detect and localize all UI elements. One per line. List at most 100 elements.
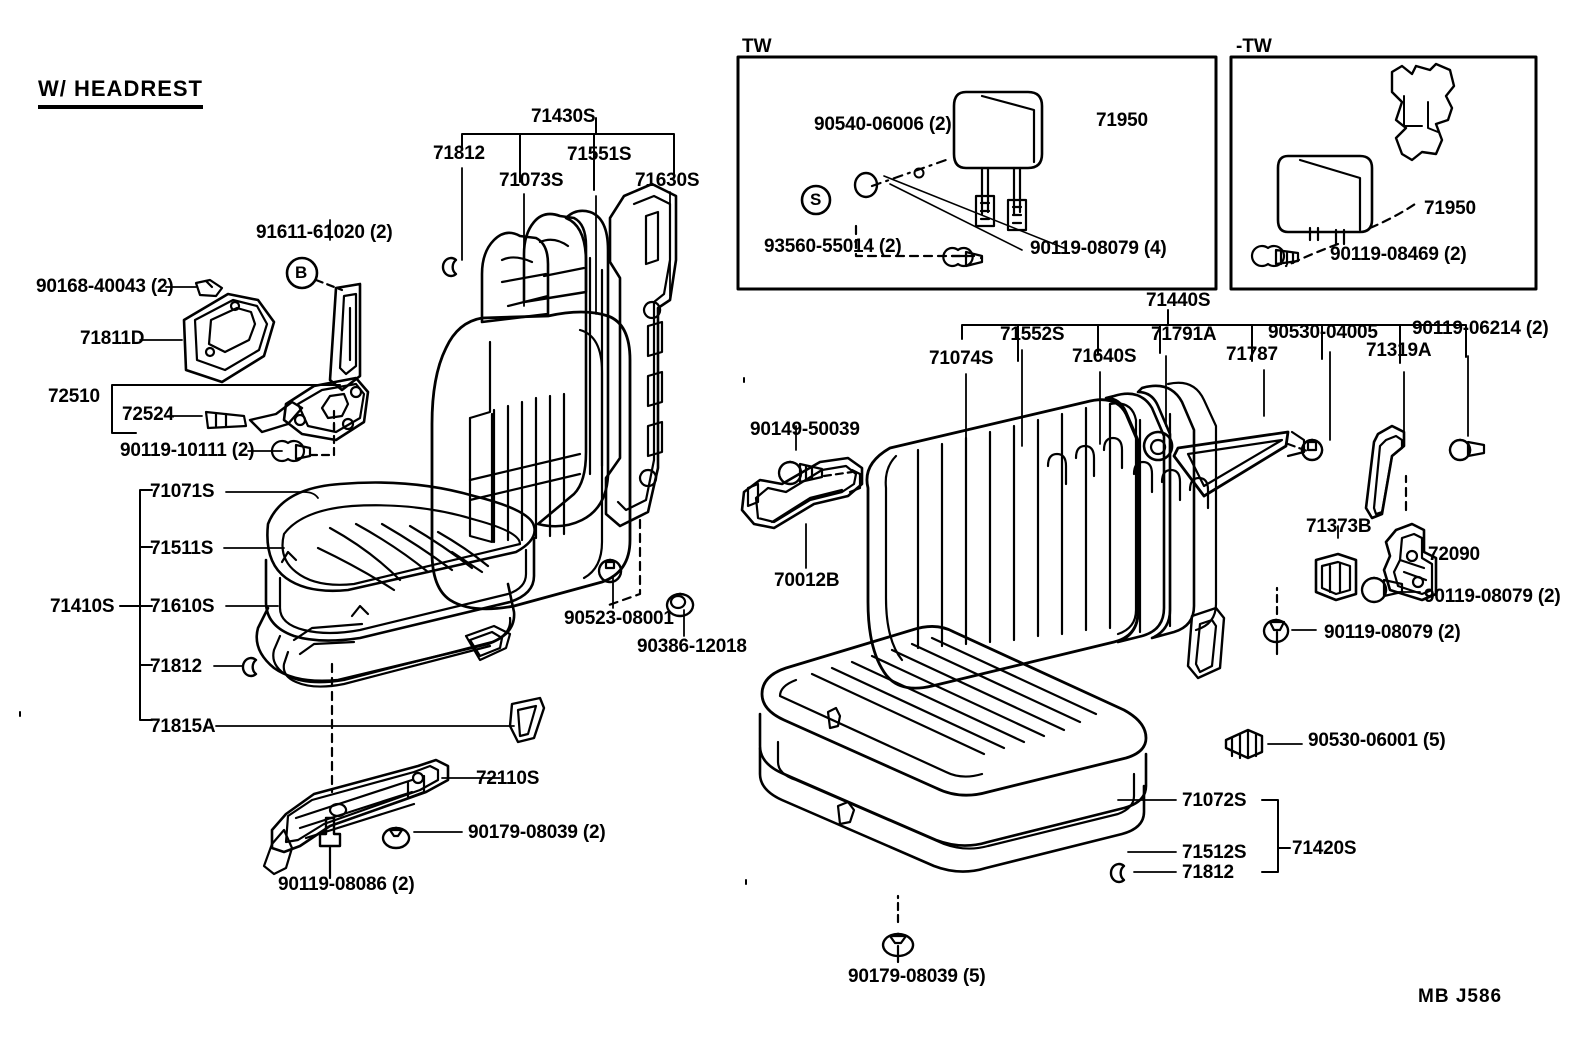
lock-72090: [1382, 522, 1438, 602]
label-71511S: 71511S: [150, 538, 214, 559]
tw-leader-a: [883, 175, 1065, 249]
label-71791A: 71791A: [1151, 324, 1217, 345]
clip-90530-06001: [1224, 728, 1264, 760]
tw-dash-vert: [854, 224, 978, 258]
bolt-90119-06214: [1448, 438, 1486, 462]
grommet-71791A: [1142, 430, 1174, 462]
bracket-71440S: [961, 309, 1467, 364]
recliner-lever-72524: [204, 400, 304, 434]
label-90149-50039: 90149-50039: [750, 419, 860, 440]
tw-dash-1: [870, 158, 948, 188]
front-seatback-headrest: [480, 212, 588, 324]
front-seatback-frame-71630S: [604, 182, 678, 528]
label-71811D: 71811D: [80, 328, 145, 349]
recliner-plate-72510: [282, 376, 370, 442]
front-side-cover-71811D: [182, 292, 276, 384]
label-72110S: 72110S: [476, 768, 540, 789]
label-71787: 71787: [1226, 344, 1278, 365]
hook-71812-back: [441, 256, 458, 278]
label-90119-08079-lock: 90119-08079 (2): [1424, 586, 1561, 607]
rear-back-side-rail: [1186, 606, 1226, 680]
rear-cushion-tab: [836, 800, 856, 826]
bracket-70012B: [740, 456, 864, 530]
minus-tw-dash-2: [1284, 242, 1340, 268]
bolt-90119-08086: [318, 816, 342, 880]
label-71950-tw: 71950: [1096, 110, 1148, 131]
rear-cushion-tab2: [826, 706, 842, 730]
front-cushion-pad-71511S: [264, 536, 536, 642]
front-cushion-71071S: [266, 481, 536, 593]
minus-tw-bracket: [1390, 62, 1456, 162]
washer-90523-08001: [597, 558, 623, 584]
label-71640S: 71640S: [1072, 346, 1137, 367]
front-seatback-pad-71551S: [536, 209, 610, 528]
label-90530-06001: 90530-06001 (5): [1308, 730, 1446, 751]
label-90540-06006: 90540-06006 (2): [814, 114, 952, 135]
label-90119-10111: 90119-10111 (2): [120, 440, 255, 461]
recliner-bracket-upper: [328, 282, 362, 392]
dash-70012B: [822, 470, 854, 478]
dash-recliner: [308, 421, 336, 457]
bolt-lower-90119-08079: [1262, 618, 1290, 656]
label-90523-08001: 90523-08001: [564, 608, 674, 629]
seat-track-72110S: [262, 758, 450, 876]
bracket-71410S: [119, 489, 153, 721]
tw-bush: [853, 171, 879, 199]
label-71815A: 71815A: [150, 716, 216, 737]
label-90119-08079-tw: 90119-08079 (4): [1030, 238, 1167, 259]
label-72510: 72510: [48, 386, 100, 407]
label-71630S: 71630S: [635, 170, 700, 191]
label-71430S: 71430S: [531, 106, 596, 127]
label-90530-04005: 90530-04005: [1268, 322, 1378, 343]
label-70012B: 70012B: [774, 570, 840, 591]
circle-s-text: S: [810, 190, 822, 209]
rear-seatback-pad-71552S: [1104, 392, 1166, 644]
label-90119-08086: 90119-08086 (2): [278, 874, 415, 895]
label-90179-08039-front: 90179-08039 (2): [468, 822, 606, 843]
bolt-90149-50039: [777, 460, 824, 486]
clip-90530-04005: [1300, 438, 1324, 462]
label-71373B: 71373B: [1306, 516, 1372, 537]
label-71072S: 71072S: [1182, 790, 1247, 811]
minus-tw-dash-1: [1368, 200, 1420, 230]
leader-71071S: [225, 491, 319, 499]
label-72090: 72090: [1428, 544, 1480, 565]
dash-71787: [1286, 442, 1312, 454]
label-71950-minus-tw: 71950: [1424, 198, 1476, 219]
nut-90179-08039-front: [381, 826, 411, 850]
rear-seatback-cover-71074S: [865, 398, 1140, 690]
nut-90386-12018: [665, 592, 695, 618]
front-cushion-tab-inner: [516, 704, 538, 738]
label-90119-08079-lower: 90119-08079 (2): [1324, 622, 1461, 643]
label-71551S: 71551S: [567, 144, 632, 165]
label-71073S: 71073S: [499, 170, 564, 191]
label-90119-06214: 90119-06214 (2): [1412, 318, 1549, 339]
bracket-71420S: [1261, 799, 1291, 873]
label-71812-rear: 71812: [1182, 862, 1234, 883]
screw-90168-40043: [194, 278, 224, 298]
label-71610S: 71610S: [150, 596, 215, 617]
minus-tw-inset-frame: [1229, 55, 1538, 291]
label-71812-back: 71812: [433, 143, 485, 164]
tw-bolt-shank: [964, 250, 984, 268]
tw-dash-2: [889, 183, 1023, 251]
hook-71812-front: [241, 656, 258, 678]
label-71071S: 71071S: [150, 481, 215, 502]
sheet-code: MB J586: [1418, 986, 1503, 1007]
rear-cushion-pad-71512S: [758, 712, 1148, 850]
label-71552S: 71552S: [1000, 324, 1065, 345]
nut-90179-08039-rear: [881, 932, 915, 964]
page-title: W/ HEADREST: [38, 76, 203, 109]
bolt-lock-90119-08079: [1360, 576, 1404, 604]
bracket-71430S: [461, 117, 675, 191]
label-72524: 72524: [122, 404, 174, 425]
front-cushion-tab-71815A: [508, 696, 546, 744]
circle-B-marker: [285, 256, 319, 290]
label-71812-front: 71812: [150, 656, 202, 677]
dash-seatback-bolt: [604, 518, 642, 608]
label-71440S: 71440S: [1146, 290, 1211, 311]
label-90386-12018: 90386-12018: [637, 636, 747, 657]
rear-cushion-hook-area: [758, 746, 1146, 873]
